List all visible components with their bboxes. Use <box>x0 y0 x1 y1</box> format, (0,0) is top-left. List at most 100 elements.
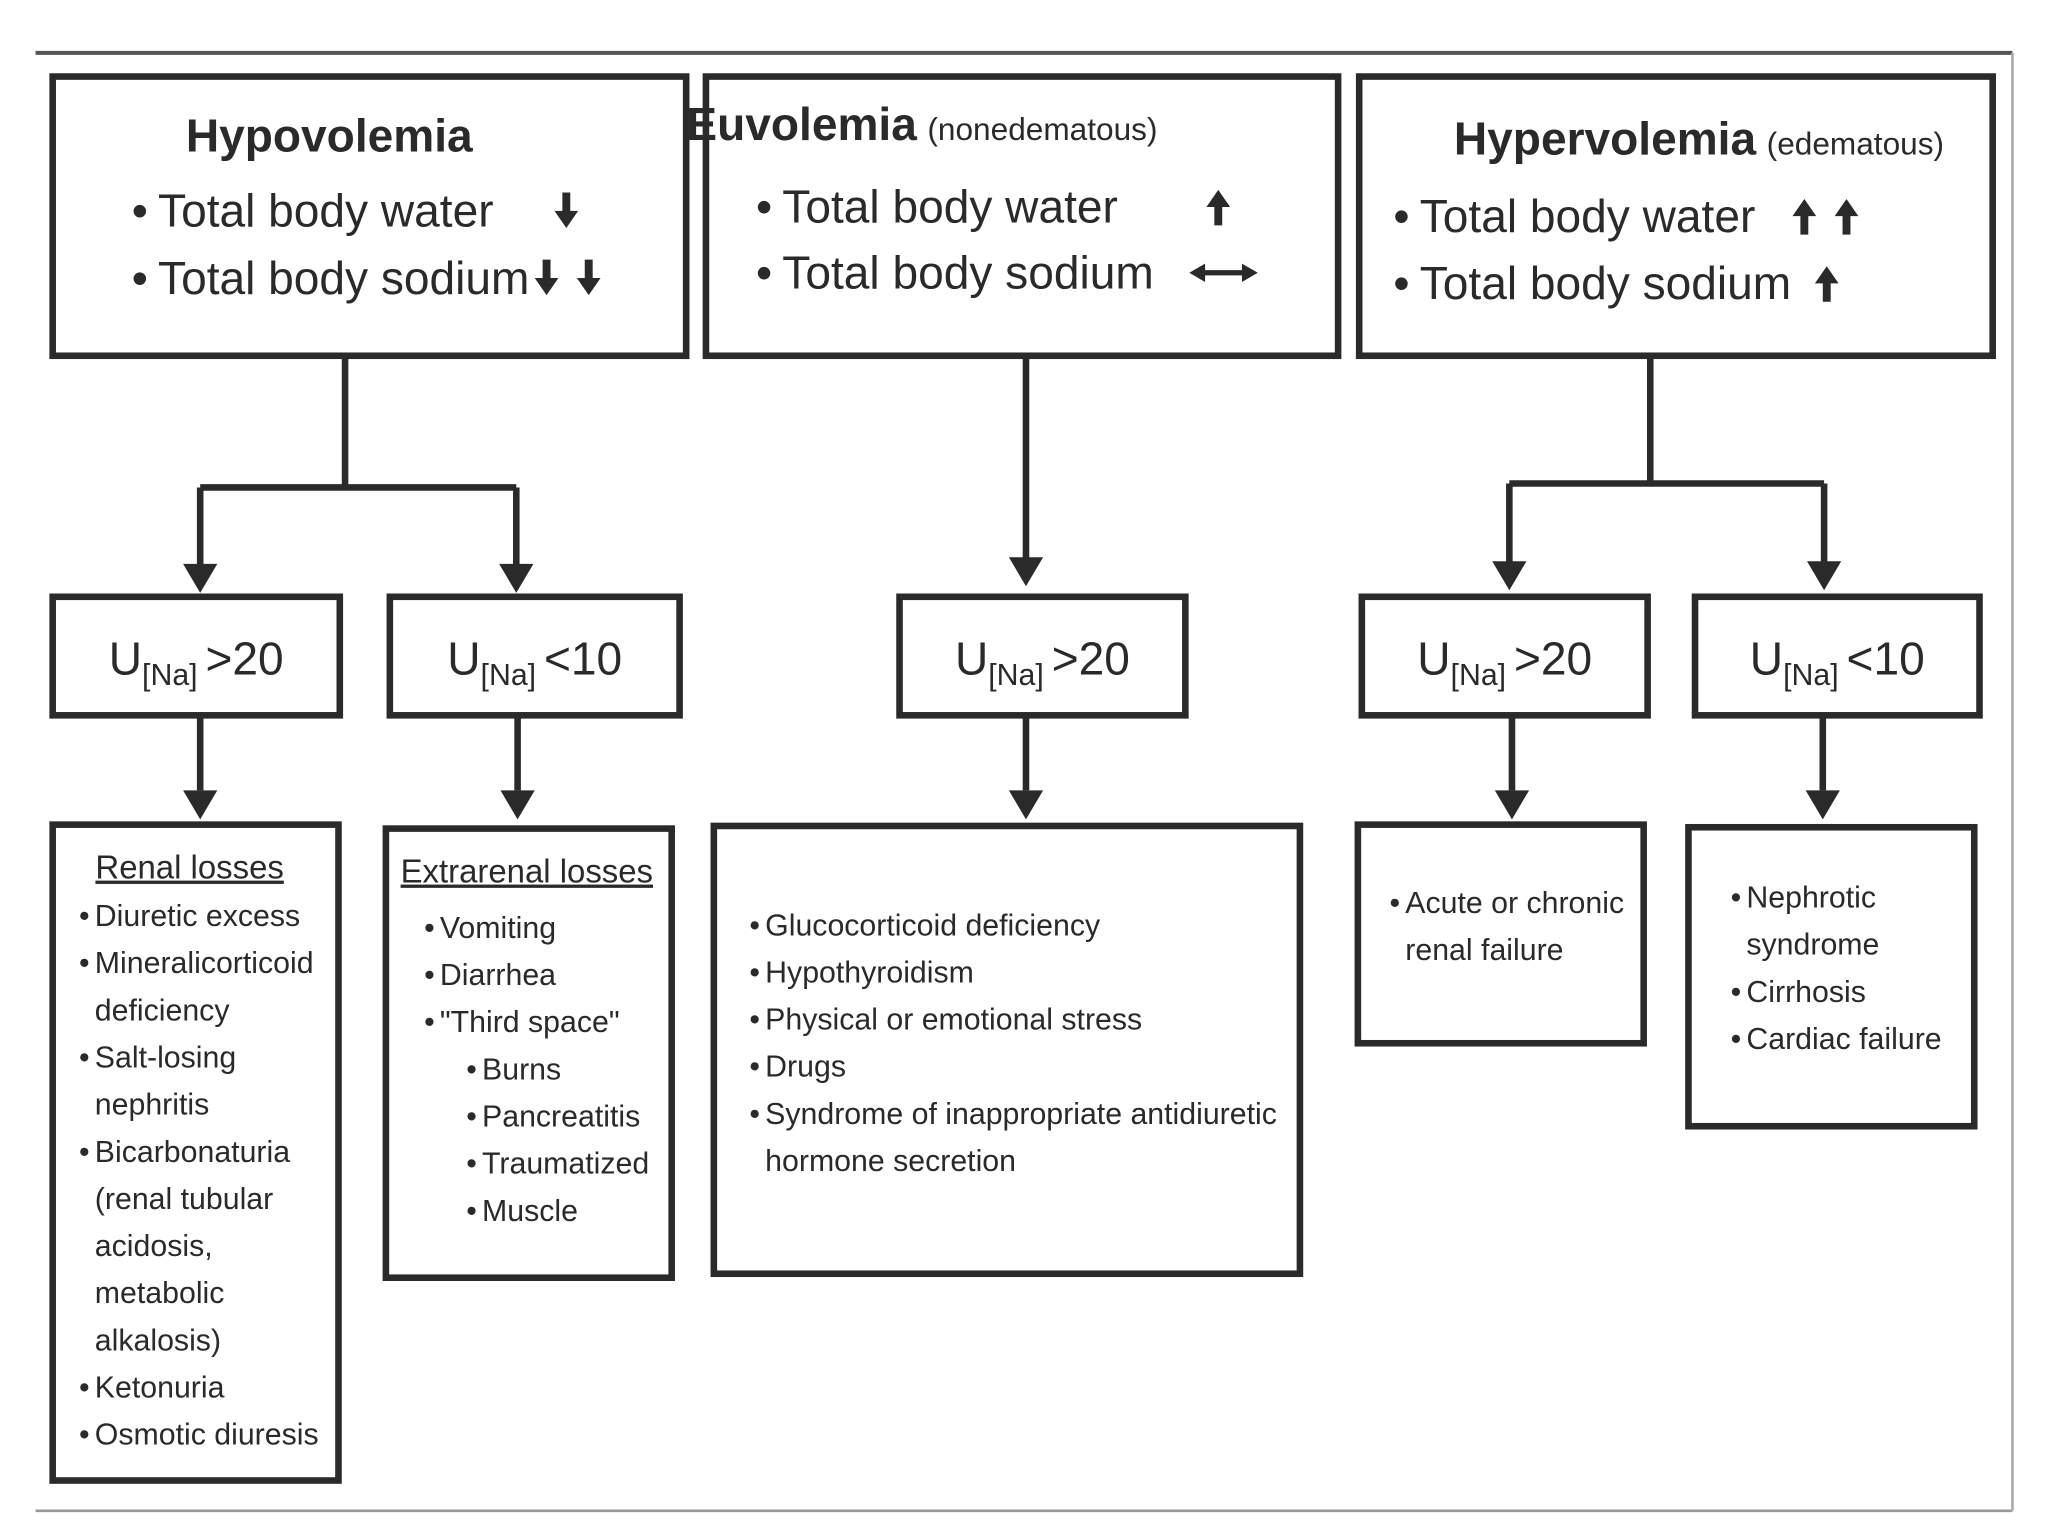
list-item-text: Cirrhosis <box>1746 976 1865 1009</box>
extrarenal-losses-box: Extrarenal losses•Vomiting•Diarrhea•"Thi… <box>382 825 675 1281</box>
list-item-text: deficiency <box>95 994 231 1027</box>
urine-value: <10 <box>544 632 622 684</box>
urine-sodium-label: U[Na]<10 <box>1750 632 1925 692</box>
title-text: Euvolemia <box>686 98 917 150</box>
arrow-head <box>1806 561 1842 591</box>
list-item-text: Glucocorticoid deficiency <box>765 909 1101 942</box>
urine-value: >20 <box>206 632 284 684</box>
hypovolemia-box: Hypovolemia •Total body water•Total body … <box>49 73 690 360</box>
title-text: Hypervolemia <box>1454 112 1757 164</box>
bullet: • <box>1389 887 1400 920</box>
bullet: • <box>466 1148 477 1181</box>
list-item-text: Cardiac failure <box>1746 1023 1941 1056</box>
bullet: • <box>1731 882 1742 915</box>
list-item-text: Mineralicorticoid <box>95 947 314 980</box>
frame <box>35 50 2014 1513</box>
list-item-text: renal failure <box>1405 934 1563 967</box>
arrow-up-icon <box>1792 199 1817 235</box>
list-item-text: alkalosis) <box>95 1324 221 1357</box>
bullet: • <box>79 1419 90 1452</box>
list-item-text: "Third space" <box>440 1006 620 1039</box>
list-item-text: Syndrome of inappropriate antidiuretic <box>765 1098 1277 1131</box>
urine-subscript: [Na] <box>481 659 537 692</box>
box-heading: Renal losses <box>95 849 283 886</box>
category-title: Euvolemia(nonedematous) <box>686 98 1157 150</box>
arrow-down-icon <box>534 259 559 296</box>
urine-sodium-box: U[Na]>20 <box>896 593 1189 719</box>
urine-subscript: [Na] <box>142 659 198 692</box>
list-item-text: Acute or chronic <box>1405 887 1624 920</box>
urine-prefix: U <box>1417 632 1450 684</box>
urine-sodium-label: U[Na]>20 <box>1417 632 1592 692</box>
bullet: • <box>424 959 435 992</box>
list-item-text: Traumatized <box>482 1148 649 1181</box>
euvolemia-causes-box: •Glucocorticoid deficiency•Hypothyroidis… <box>710 822 1304 1278</box>
row-label: Total body sodium <box>782 247 1153 299</box>
urine-subscript: [Na] <box>1783 659 1839 692</box>
bullet: • <box>756 181 772 233</box>
qualifier-text: (edematous) <box>1767 125 1944 161</box>
list-item-text: metabolic <box>95 1277 225 1310</box>
urine-value: <10 <box>1847 632 1925 684</box>
bullet: • <box>1393 190 1409 242</box>
arrow-left-right-icon <box>1189 263 1258 283</box>
bullet: • <box>424 912 435 945</box>
arrow-up-icon <box>1834 199 1859 235</box>
urine-prefix: U <box>955 632 988 684</box>
list-item-text: syndrome <box>1746 929 1879 962</box>
row-label: Total body water <box>158 185 494 237</box>
row-label: Total body water <box>1420 190 1756 242</box>
bullet: • <box>79 1136 90 1169</box>
bullet: • <box>79 947 90 980</box>
bullet: • <box>749 909 760 942</box>
bullet: • <box>749 956 760 989</box>
bullet: • <box>749 1004 760 1037</box>
urine-sodium-label: U[Na]>20 <box>109 632 284 692</box>
category-title: Hypervolemia (edematous) <box>1454 112 1944 164</box>
list-item-text: Ketonuria <box>95 1372 225 1405</box>
arrow-head <box>1008 557 1044 587</box>
row-label: Total body sodium <box>158 252 529 304</box>
list-item-text: Bicarbonaturia <box>95 1136 290 1169</box>
arrow-down-icon <box>554 192 579 229</box>
urine-value: >20 <box>1052 632 1130 684</box>
urine-sodium-box: U[Na]>20 <box>1358 593 1651 719</box>
bullet: • <box>749 1051 760 1084</box>
arrow-head <box>1805 790 1840 820</box>
bullet: • <box>424 1006 435 1039</box>
arrow-head <box>500 790 535 820</box>
urine-subscript: [Na] <box>1451 659 1507 692</box>
urine-sodium-box: U[Na]>20 <box>49 593 344 719</box>
arrow-head <box>183 563 218 593</box>
list-item-text: Drugs <box>765 1051 846 1084</box>
list-item-text: nephritis <box>95 1089 209 1122</box>
urine-subscript: [Na] <box>988 659 1044 692</box>
hypervolemia-box: Hypervolemia (edematous) •Total body water… <box>1355 73 1996 360</box>
urine-sodium-label: U[Na]>20 <box>955 632 1130 692</box>
urine-prefix: U <box>109 632 142 684</box>
list-item-text: Physical or emotional stress <box>765 1004 1142 1037</box>
arrow-head <box>1494 790 1530 820</box>
list-item-text: Diarrhea <box>440 959 556 992</box>
bullet: • <box>79 1372 90 1405</box>
category-title: Hypovolemia <box>186 110 473 162</box>
list-item-text: hormone secretion <box>765 1145 1016 1178</box>
connectors <box>183 355 1842 820</box>
bullet: • <box>749 1098 760 1131</box>
arrow-up-icon <box>1206 189 1231 226</box>
list-item-text: Burns <box>482 1053 561 1086</box>
list-item-text: Nephrotic <box>1746 882 1876 915</box>
arrow-down-icon <box>576 259 601 296</box>
arrow-head <box>1008 790 1044 820</box>
bullet: • <box>756 247 772 299</box>
row-label: Total body water <box>782 181 1118 233</box>
bullet: • <box>132 252 148 304</box>
urine-sodium-box: U[Na]<10 <box>1691 593 1983 719</box>
list-item-text: Diuretic excess <box>95 900 300 933</box>
bullet: • <box>1731 976 1742 1009</box>
list-item-text: Salt-losing <box>95 1041 236 1074</box>
row-label: Total body sodium <box>1420 257 1791 309</box>
bullet: • <box>132 185 148 237</box>
